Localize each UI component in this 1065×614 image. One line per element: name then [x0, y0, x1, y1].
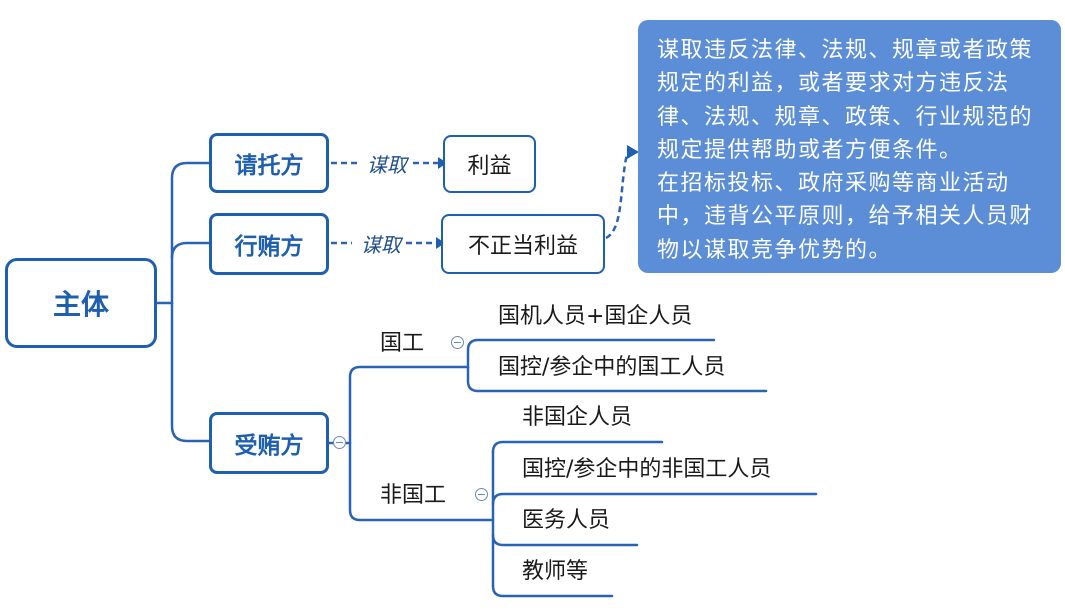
guogong-connector: [348, 365, 470, 445]
leaf-topic[interactable]: 国控/参企中的非国工人员: [522, 457, 772, 482]
dashed-link-callout: [605, 151, 630, 240]
feiguogong-child-connector-2: [491, 492, 818, 506]
callout-line: 在招标投标、政府采购等商业活动: [657, 171, 1010, 197]
feiguogong-child-connector-3: [491, 533, 639, 547]
callout-line: 中，违背公平原则，给予相关人员财: [657, 204, 1034, 230]
guogong-child-connector-1: [466, 338, 716, 369]
callout-line: 物以谋取竞争优势的。: [657, 237, 893, 263]
leaf-topic[interactable]: 国机人员+国企人员: [498, 304, 693, 329]
topic-buzhengdang-liyi[interactable]: 不正当利益: [441, 214, 605, 274]
root-label: 主体: [52, 288, 109, 321]
callout-note[interactable]: 谋取违反法律、法规、规章或者政策 规定的利益，或者要求对方违反法 律、法规、规章…: [638, 20, 1061, 273]
collapse-icon[interactable]: [451, 336, 464, 349]
branch-connector-xinghui: [170, 241, 211, 260]
topic-label: 利益: [467, 154, 512, 179]
topic-liyi[interactable]: 利益: [443, 135, 536, 193]
branch-connector-qingtuo: [170, 161, 211, 305]
feiguogong-child-connector-1: [491, 440, 664, 454]
collapse-icon[interactable]: [333, 436, 346, 449]
topic-guogong[interactable]: 国工: [380, 331, 425, 356]
topic-label: 请托方: [234, 153, 304, 179]
feiguogong-connector: [348, 441, 495, 522]
topic-qingtuofang[interactable]: 请托方: [209, 133, 329, 193]
relation-label[interactable]: 谋取: [361, 233, 401, 257]
topic-label: 行贿方: [234, 234, 304, 260]
callout-line: 规定提供帮助或者方便条件。: [657, 137, 963, 163]
topic-xinghuifang[interactable]: 行贿方: [209, 213, 329, 275]
leaf-topic[interactable]: 国控/参企中的国工人员: [498, 355, 726, 380]
leaf-topic[interactable]: 医务人员: [522, 508, 611, 533]
feiguogong-child-connector-4: [491, 584, 614, 598]
callout-line: 谋取违反法律、法规、规章或者政策: [657, 38, 1034, 63]
topic-label: 受贿方: [234, 433, 304, 459]
leaf-topic[interactable]: 教师等: [522, 559, 589, 584]
arrow-head: [627, 145, 639, 159]
callout-line: 规定的利益，或者要求对方违反法: [657, 71, 1010, 97]
topic-feiguogong[interactable]: 非国工: [380, 483, 447, 508]
arrow-head: [438, 157, 447, 169]
topic-label: 不正当利益: [467, 234, 578, 259]
relation-label[interactable]: 谋取: [367, 153, 407, 177]
leaf-topic[interactable]: 非国企人员: [522, 405, 633, 430]
root-topic[interactable]: 主体: [5, 258, 157, 348]
guogong-child-connector-2: [466, 365, 768, 393]
branch-connector-shouhui: [170, 301, 211, 443]
arrow-head: [436, 237, 445, 249]
callout-line: 律、法规、规章、政策、行业规范的: [657, 104, 1034, 130]
topic-shouhuifang[interactable]: 受贿方: [209, 412, 329, 474]
collapse-icon[interactable]: [475, 488, 488, 501]
